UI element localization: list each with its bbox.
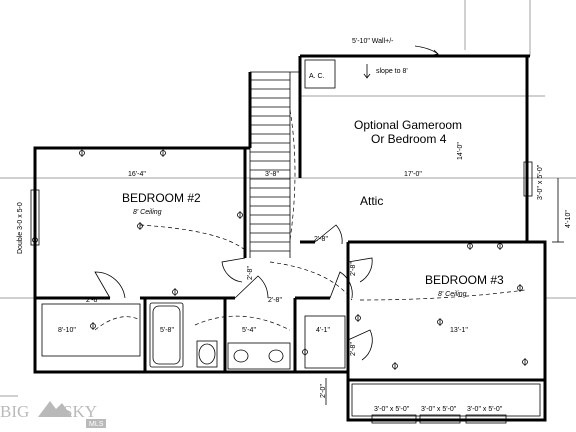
logo-word-left: BIG [0, 402, 29, 421]
dim-closet-door-right: 2'-8" [350, 342, 357, 356]
door-swing-bed3 [347, 257, 373, 283]
dim-closet-door-left: 2'-8" [86, 297, 100, 304]
dim-hall-door-c: 2'-8" [350, 262, 357, 276]
door-swing-closet-left [94, 271, 126, 299]
bath-fixtures [41, 59, 541, 417]
ceiling-lines [94, 109, 526, 331]
gameroom-title-line2: Or Bedroom 4 [371, 132, 447, 146]
slope-note: slope to 8' [376, 68, 408, 75]
logo-word-right: SKY [63, 402, 97, 421]
window-bottom-2 [419, 414, 461, 424]
dim-bottom-offset: 2'-0" [320, 384, 327, 398]
dim-bed2-width: 16'-4" [128, 171, 146, 178]
vanity-counter [227, 342, 291, 370]
dim-bed3-width: 13'-1" [450, 327, 468, 334]
big-sky-mls-logo: BIG SKY MLS [0, 401, 106, 428]
bedroom3-ceiling: 8' Ceiling [438, 291, 467, 298]
sink-left [233, 349, 249, 363]
dim-bottom-window-2: 3'-0" x 5'-0" [421, 406, 457, 413]
toilet-tank [196, 340, 218, 368]
interior-walls [35, 148, 545, 382]
dim-attic-width: 17'-0" [404, 171, 422, 178]
dim-hall-door-b: 2'-8" [247, 266, 254, 280]
dim-attic-door: 2'-8" [314, 236, 328, 243]
dim-bath-tub: 5'-8" [160, 327, 174, 334]
bathtub-basin [152, 305, 181, 365]
dim-right-window: 3'-0" x 5'-0" [537, 164, 544, 200]
closet-right-shelf [304, 315, 346, 369]
dimension-arrows [325, 45, 564, 405]
dim-bath-vanity: 5'-4" [242, 327, 256, 334]
bedroom2-title: BEDROOM #2 [122, 191, 201, 205]
ac-unit-box [304, 59, 336, 89]
bedroom3-title: BEDROOM #3 [425, 273, 504, 287]
dim-right-offset: 4'-10" [565, 210, 572, 228]
dim-left-window: Double 3-0 x 5-0 [17, 202, 24, 254]
door-swing-bed2 [221, 257, 246, 283]
window-bottom-1 [371, 414, 417, 424]
logo-badge [86, 419, 106, 428]
door-swings [94, 224, 373, 361]
closet-shelf [41, 303, 141, 357]
toilet-bowl [198, 343, 216, 365]
dim-gameroom-depth: 14'-0" [457, 142, 464, 160]
gameroom-title-line1: Optional Gameroom [354, 118, 462, 132]
outlet-markers [32, 149, 528, 370]
dim-closet-right: 4'-1" [316, 327, 330, 334]
mountain-icon [38, 401, 72, 417]
staircase [249, 71, 300, 258]
door-swing-attic [314, 224, 343, 245]
door-swing-hall [329, 271, 353, 299]
bathtub [149, 302, 184, 368]
construction-lines [0, 0, 576, 397]
door-swing-closet-right [347, 329, 373, 361]
wall-note: 5'-10" Wall+/- [352, 38, 394, 45]
bay-window-seat [351, 383, 541, 417]
door-swing-bath [234, 275, 269, 299]
dim-stair-width: 3'-8" [265, 171, 279, 178]
windows [30, 161, 533, 424]
logo-badge-text: MLS [89, 421, 104, 428]
ac-label: A. C. [309, 73, 325, 80]
bedroom2-ceiling: 8' Ceiling [133, 209, 162, 216]
window-bottom-3 [465, 414, 507, 424]
dim-hall-door-a: 2'-8" [268, 297, 282, 304]
sink-right [268, 349, 284, 363]
attic-label: Attic [360, 194, 383, 208]
dim-closet-left: 8'-10" [58, 327, 76, 334]
dim-bottom-window-1: 3'-0" x 5'-0" [374, 406, 410, 413]
dim-bottom-window-3: 3'-0" x 5'-0" [467, 406, 503, 413]
